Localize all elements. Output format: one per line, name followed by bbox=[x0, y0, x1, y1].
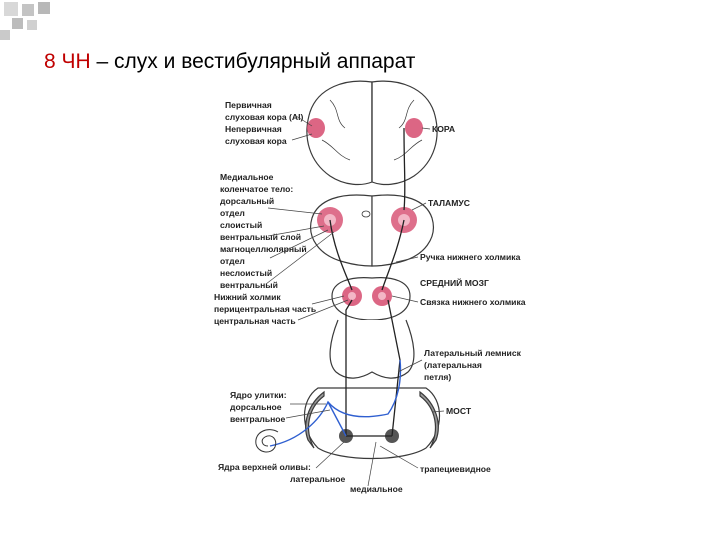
cochlea-spiral bbox=[255, 429, 279, 453]
label-nonprimary-cortex-2: слуховая кора bbox=[225, 136, 287, 146]
decorative-squares bbox=[0, 0, 60, 40]
title-rest: – слух и вестибулярный аппарат bbox=[90, 50, 416, 73]
label-mgb-4: отдел bbox=[220, 208, 245, 218]
label-mgb-8: отдел bbox=[220, 256, 245, 266]
blue-pathway bbox=[269, 359, 402, 447]
label-primary-cortex-2: слуховая кора (AI) bbox=[225, 112, 303, 122]
label-lemniscus-3: петля) bbox=[424, 372, 451, 382]
label-cochlear-1: Ядро улитки: bbox=[230, 390, 287, 400]
left-leader-lines bbox=[265, 115, 377, 487]
slide-title: 8 ЧН – слух и вестибулярный аппарат bbox=[44, 50, 415, 74]
label-thalamus: ТАЛАМУС bbox=[428, 198, 470, 208]
label-mgb-9: неслоистый bbox=[220, 268, 272, 278]
label-lemniscus-2: (латеральная bbox=[424, 360, 482, 370]
label-brachium: Ручка нижнего холмика bbox=[420, 252, 521, 262]
label-mgb-7: магноцеллюлярный bbox=[220, 244, 307, 254]
label-mgb-5: слоистый bbox=[220, 220, 262, 230]
label-mgb-10: вентральный bbox=[220, 280, 278, 290]
label-olive-3: медиальное bbox=[350, 484, 403, 494]
label-ic-3: центральная часть bbox=[214, 316, 296, 326]
label-mgb-6: вентральный слой bbox=[220, 232, 301, 242]
label-trapezoid: трапециевидное bbox=[420, 464, 491, 474]
label-nonprimary-cortex-1: Непервичная bbox=[225, 124, 282, 134]
label-ic-1: Нижний холмик bbox=[214, 292, 281, 302]
ic-right-inner bbox=[378, 292, 386, 300]
label-ic-2: перицентральная часть bbox=[214, 304, 316, 314]
title-prefix: 8 ЧН bbox=[44, 50, 91, 73]
pathway-lines bbox=[329, 127, 406, 437]
left-labels: Первичная слуховая кора (AI) Непервичная… bbox=[214, 100, 403, 494]
label-cortex: КОРА bbox=[432, 124, 455, 134]
label-pons: МОСТ bbox=[446, 406, 472, 416]
label-mgb-1: Медиальное bbox=[220, 172, 274, 182]
label-cochlear-3: вентральное bbox=[230, 414, 286, 424]
label-olive-2: латеральное bbox=[290, 474, 345, 484]
auditory-cortex-right bbox=[405, 118, 423, 138]
ic-left-inner bbox=[348, 292, 356, 300]
right-labels: КОРА ТАЛАМУС Ручка нижнего холмика СРЕДН… bbox=[420, 124, 526, 474]
label-mgb-2: коленчатое тело: bbox=[220, 184, 293, 194]
label-midbrain: СРЕДНИЙ МОЗГ bbox=[420, 277, 489, 288]
label-mgb-3: дорсальный bbox=[220, 196, 274, 206]
auditory-cortex-left bbox=[307, 118, 325, 138]
brainstem-outline bbox=[329, 319, 415, 379]
label-lemniscus-1: Латеральный лемниск bbox=[424, 348, 522, 358]
label-olive-1: Ядра верхней оливы: bbox=[218, 462, 311, 472]
label-commissure: Связка нижнего холмика bbox=[420, 297, 526, 307]
label-primary-cortex-1: Первичная bbox=[225, 100, 272, 110]
right-leader-lines bbox=[379, 127, 445, 469]
pons-outline bbox=[304, 387, 440, 460]
label-cochlear-2: дорсальное bbox=[230, 402, 282, 412]
